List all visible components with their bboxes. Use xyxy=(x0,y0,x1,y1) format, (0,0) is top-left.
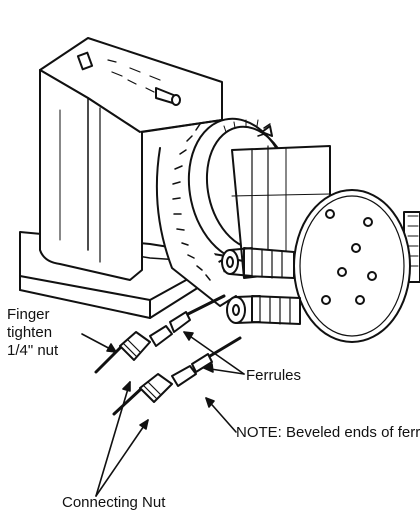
connecting-nut-label: Connecting Nut xyxy=(62,494,166,511)
upper-tube-assembly xyxy=(94,294,226,374)
beveled-ends-note: NOTE: Beveled ends of ferrules face pump… xyxy=(236,424,420,441)
ferrules-label: Ferrules xyxy=(246,367,302,384)
lower-tube-assembly xyxy=(112,336,242,416)
finger-tighten-label: Finger tighten 1/4" nut xyxy=(7,306,59,359)
pump-fittings xyxy=(221,247,301,325)
leader-lines xyxy=(81,331,245,497)
motor-housing xyxy=(39,37,223,281)
pump-head-body xyxy=(231,145,420,343)
